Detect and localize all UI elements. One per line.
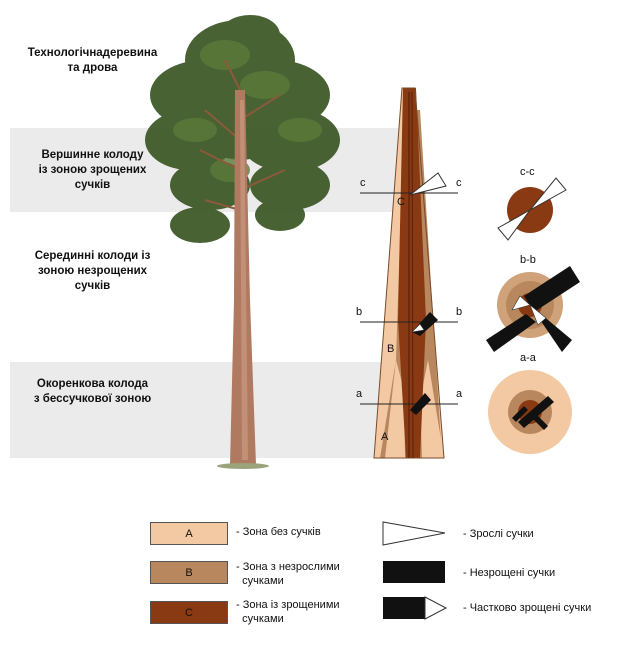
section-label-c-left: c [360,177,366,189]
stem-letter-b: B [387,343,395,355]
section-label-a-left: a [356,388,363,400]
cross-section-title-c-c: c-c [520,166,535,178]
band-butt-log [10,362,405,458]
zone-label-butt-log: Окоренкова колода з бессучкової зоною [33,378,152,405]
legend-box-a: A [150,522,228,545]
zone-label-top-log: Вершинне колоду із зоною зрощених сучків [38,149,147,191]
section-label-c-right: c [456,177,462,189]
cross-section-title-a-a: a-a [520,352,536,364]
legend-box-c: C [150,601,228,624]
partial-knot-icon [383,596,448,620]
legend-text-zone-a: - Зона без сучків [236,526,321,538]
stem-letter-c: C [397,196,405,208]
zone-label-middle-log: Серединні колоди із зоною незрощених суч… [34,250,151,292]
cross-section-b-b [486,266,580,352]
cross-section-title-b-b: b-b [520,254,536,266]
zone-label-timber: Технологічнадеревина та дрова [27,47,158,74]
legend-text-partial-knots: - Частково зрощені сучки [463,602,592,614]
pine-tree-illustration [145,15,340,469]
stem-diagram [360,87,458,459]
legend-text-unfused-knots: - Незрощені сучки [463,567,556,579]
cross-section-c-c [497,177,567,241]
open-triangle-icon [382,521,446,546]
black-bar-icon [383,561,445,583]
section-label-b-left: b [356,306,363,318]
legend-icons [382,521,448,620]
legend-text-zone-b: - Зона з незрослими сучками [236,561,340,587]
cross-section-a-a [488,370,572,454]
section-label-a-right: a [456,388,463,400]
legend-text-fused-knots: - Зрослі сучки [463,528,534,540]
legend-text-zone-c: - Зона із зрощеними сучками [236,599,340,625]
legend-box-b: B [150,561,228,584]
stem-letter-a: A [381,431,389,443]
section-label-b-right: b [456,306,463,318]
